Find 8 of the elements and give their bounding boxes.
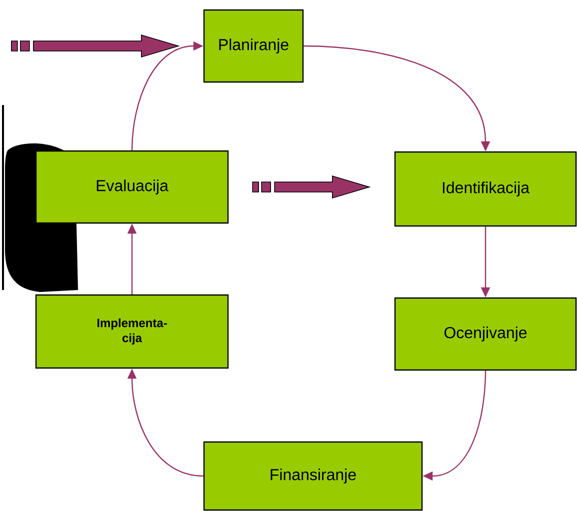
process-box: Identifikacija: [394, 151, 577, 227]
block-arrow: [11, 34, 180, 58]
process-box: Evaluacija: [35, 150, 229, 224]
process-box: Implementa- cija: [35, 294, 229, 369]
block-arrow: [252, 175, 371, 199]
process-box: Planiranje: [203, 9, 304, 83]
process-box: Ocenjivanje: [394, 297, 577, 371]
process-box: Finansiranje: [203, 441, 423, 511]
